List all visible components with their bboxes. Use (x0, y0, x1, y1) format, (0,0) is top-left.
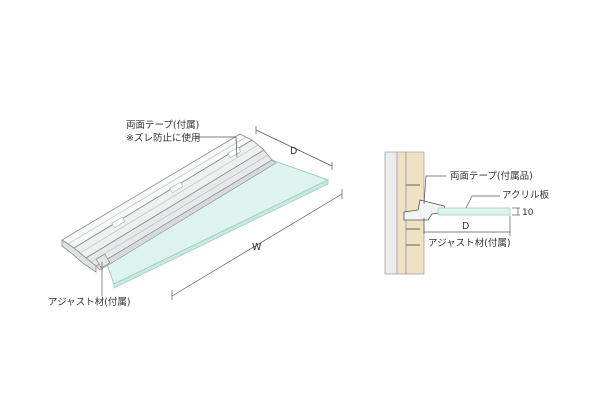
cross-section-view: 両面テープ(付属品) アクリル板 10 D アジャスト材(付属) (384, 151, 550, 275)
dimension-w-3d (171, 189, 343, 300)
acrylic-label-section: アクリル板 (502, 189, 550, 201)
dimension-d-3d (255, 126, 333, 170)
dim-d-label-section: D (462, 221, 469, 232)
adjust-strip (95, 159, 277, 271)
depth-dimension (424, 216, 511, 236)
adjust-piece (95, 253, 111, 269)
screws (406, 184, 420, 246)
tape-label-line1: 両面テープ(付属) (126, 120, 199, 131)
wall-gypsum (384, 151, 398, 275)
thickness-dimension (512, 207, 520, 216)
adjust-label-3d: アジャスト材(付属) (48, 296, 131, 308)
thickness-label: 10 (522, 208, 534, 218)
tape-label-line2: ※ズレ防止に使用 (126, 132, 200, 144)
adjust-label-section: アジャスト材(付属) (428, 237, 511, 249)
acrylic-board-front-edge (113, 179, 329, 289)
tape-label-section: 両面テープ(付属品) (450, 171, 533, 182)
dim-w-label-3d: W (252, 242, 262, 253)
shelf-3d-view: 両面テープ(付属) ※ズレ防止に使用 D W アジャスト材(付属) (48, 120, 343, 308)
tape-marks (111, 146, 242, 229)
tape-leader-line (196, 136, 238, 158)
rail-end-cap (61, 239, 97, 273)
dim-d-label-3d: D (290, 146, 297, 157)
acrylic-section (437, 207, 511, 216)
tape-leader-section (423, 175, 446, 205)
acrylic-leader-section (465, 195, 500, 209)
